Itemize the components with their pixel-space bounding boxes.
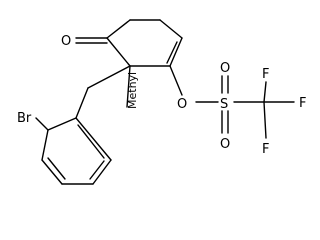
atom-bromine: Br <box>17 111 32 126</box>
bond-ar6-ar1 <box>75 117 112 161</box>
bond-c6-c1 <box>106 37 131 67</box>
bond-c1-c2 <box>106 19 131 39</box>
atom-fluorine-right: F <box>299 96 306 111</box>
bond-c-br <box>35 117 49 131</box>
bond-ar1-ar2 <box>47 117 77 131</box>
bond-c6-ch2 <box>87 65 131 89</box>
bond-c5-o <box>169 65 183 96</box>
bond-c4-c5 <box>169 37 183 67</box>
atom-sulfonyl-oxygen-top: O <box>220 61 230 76</box>
bond-ar-inner-3 <box>89 160 105 180</box>
bond-ar5-ar6 <box>92 159 112 185</box>
bond-c-f-top <box>263 81 267 103</box>
bond-ar-inner-1 <box>77 124 105 159</box>
bond-ar3-ar4 <box>41 159 63 185</box>
atom-fluorine-bottom: F <box>262 142 269 157</box>
atom-ester-oxygen: O <box>177 97 187 112</box>
atom-sulfonyl-oxygen-bottom: O <box>220 137 230 152</box>
bond-ch2-aryl <box>75 87 89 119</box>
bond-ar2-ar3 <box>41 129 49 161</box>
atom-sulfur: S <box>220 97 228 112</box>
bond-c-f-bottom <box>263 101 267 139</box>
bond-c3-c4 <box>159 19 183 39</box>
molecule-drawing: O Methyl Br O S O O F F F <box>17 19 306 185</box>
atom-fluorine-top: F <box>262 67 269 82</box>
atom-carbonyl-oxygen: O <box>61 34 71 49</box>
structure-canvas: O Methyl Br O S O O F F F <box>17 19 306 185</box>
atom-methyl: Methyl <box>126 72 139 109</box>
bond-c4-c5-double <box>166 41 178 64</box>
bond-ar-inner-2 <box>47 157 66 180</box>
bond-methyl <box>126 65 131 108</box>
